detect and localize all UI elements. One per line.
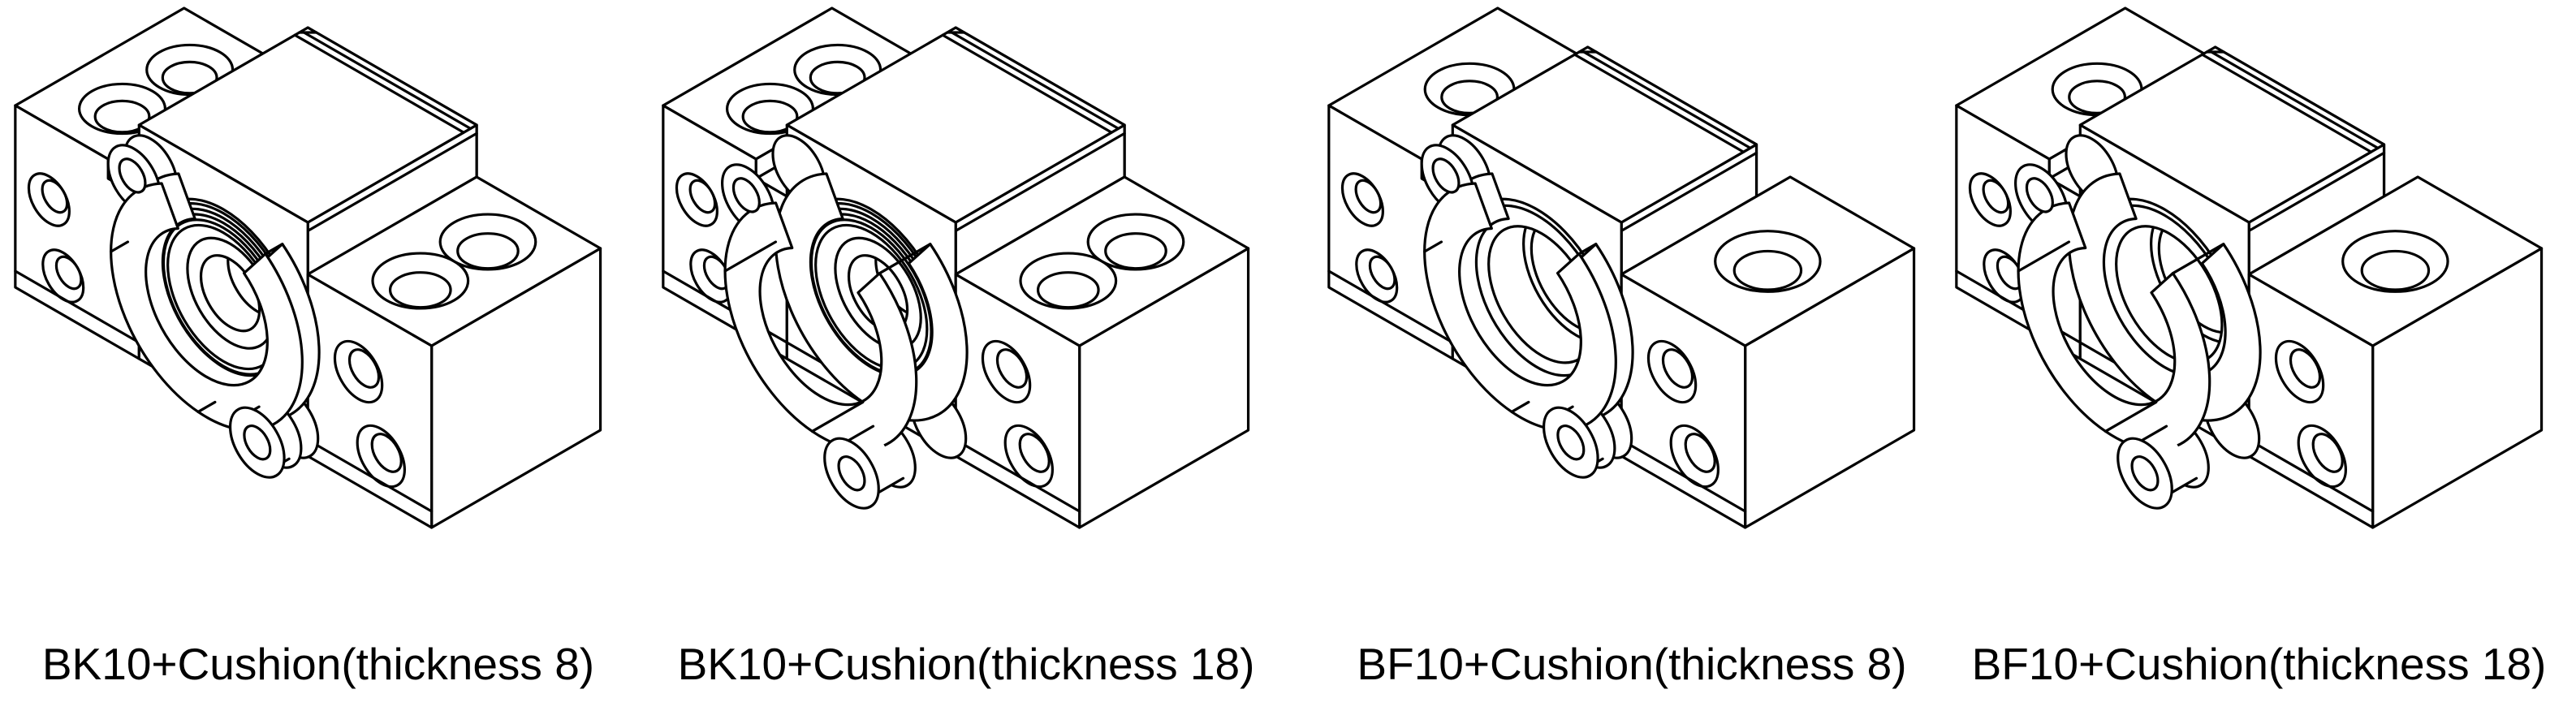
pillar-top (308, 177, 600, 346)
pillar-top (1621, 177, 1914, 346)
cushion-clamp-sides (725, 242, 930, 431)
isometric-cad-drawing (649, 5, 1283, 615)
isometric-cad-drawing (2, 5, 635, 615)
cushion-pin-cap (231, 396, 285, 489)
figure-caption: BF10+Cushion(thickness 18) (1971, 639, 2547, 689)
cushion-pin-cap (2117, 427, 2172, 520)
isometric-cad-drawing (1315, 5, 1948, 615)
cushion-clamp-front (2015, 153, 2209, 500)
isometric-cad-drawing (1943, 5, 2576, 615)
pillar-front (956, 274, 1079, 528)
cushion-clamp-front (1422, 134, 1616, 480)
figure-caption: BK10+Cushion(thickness 18) (677, 639, 1255, 689)
cushion-pin-cap (1544, 396, 1599, 489)
cushion-clamp-sides (1425, 242, 1596, 412)
pillar-top (2249, 177, 2541, 346)
housing-top (787, 28, 1124, 222)
pillar-top (956, 177, 1248, 346)
cushion-clamp-sides (111, 242, 283, 412)
cushion-pin-cap (825, 427, 879, 520)
figure-caption: BK10+Cushion(thickness 8) (41, 639, 595, 689)
cushion-clamp-sides (2018, 242, 2224, 431)
pillar-front (1621, 274, 1745, 528)
figure-caption: BF10+Cushion(thickness 8) (1357, 639, 1907, 689)
figure-bk10-cushion-8: BK10+Cushion(thickness 8) (2, 5, 635, 706)
figure-bf10-cushion-18: BF10+Cushion(thickness 18) (1942, 5, 2576, 706)
figure-bf10-cushion-8: BF10+Cushion(thickness 8) (1311, 5, 1952, 706)
cushion-clamp-back (773, 124, 967, 471)
figure-bk10-cushion-18: BK10+Cushion(thickness 18) (645, 5, 1287, 706)
